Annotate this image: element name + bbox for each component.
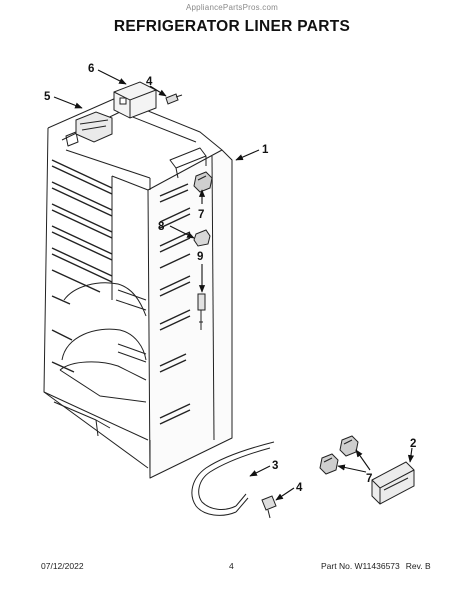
footer-date: 07/12/2022: [41, 561, 84, 571]
callout-8: 8: [158, 221, 165, 233]
refrigerator-liner: [43, 97, 233, 479]
footer-revision: Rev. B: [405, 561, 431, 571]
tube-part-3: [191, 441, 275, 516]
bracket-part-6: [113, 81, 157, 119]
clip-part-7-upper: [193, 171, 213, 193]
footer-part-number: Part No. W11436573: [321, 561, 400, 571]
callout-4-top: 4: [146, 76, 153, 88]
page-title: REFRIGERATOR LINER PARTS: [113, 18, 351, 35]
callout-2: 2: [410, 438, 416, 450]
callout-7-upper: 7: [198, 209, 204, 221]
clip-part-7-lower: [319, 435, 359, 475]
callout-labels: 6 4 5 1 7 8 9 3 4 7 2: [44, 63, 416, 494]
callout-3: 3: [272, 460, 278, 472]
callout-6: 6: [88, 63, 94, 75]
callout-5: 5: [44, 91, 51, 103]
callout-9: 9: [197, 251, 203, 263]
screw-part-4-top: [165, 93, 183, 105]
footer-part-info: Part No. W11436573 Rev. B: [321, 561, 431, 571]
cover-part-2: [371, 461, 415, 505]
callout-4-bottom: 4: [296, 482, 303, 494]
footer-page-number: 4: [229, 561, 234, 571]
bracket-part-5: [75, 111, 113, 143]
watermark: AppliancePartsPros.com: [186, 3, 278, 12]
callout-7-lower: 7: [366, 473, 372, 485]
callout-1: 1: [262, 144, 269, 156]
sensor-part-9: [197, 293, 206, 330]
screw-part-4-bottom: [261, 495, 277, 519]
clip-part-8: [193, 229, 211, 247]
leader-lines: [53, 69, 415, 501]
